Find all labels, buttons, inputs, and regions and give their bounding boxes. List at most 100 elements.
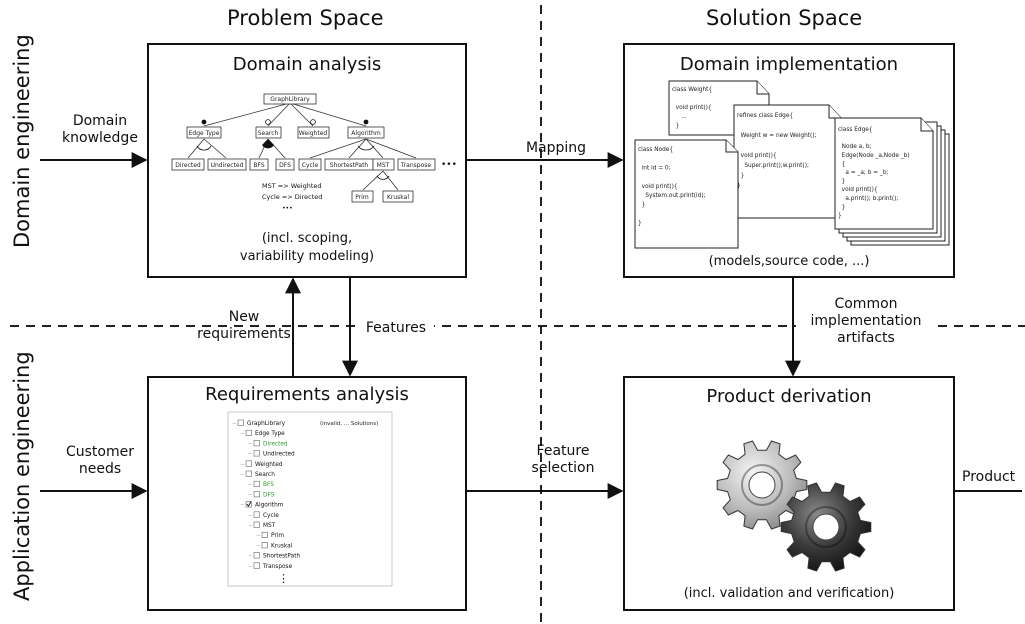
code-line: }: [838, 179, 845, 185]
tree-connector: −: [256, 533, 261, 539]
code-line: Weight w = new Weight();: [737, 133, 817, 139]
domain-analysis-note: (incl. scoping,variability modeling): [239, 231, 375, 264]
tree-check-mark: [246, 501, 252, 507]
tree-checkbox[interactable]: [261, 542, 268, 549]
tree-checkbox[interactable]: [253, 480, 260, 488]
feature-transpose: Transpose: [400, 162, 431, 169]
code-line: void print(){: [672, 105, 712, 111]
config-tree-more: ⋮: [278, 572, 289, 585]
application-engineering-label: Application engineering: [10, 351, 34, 601]
config-tree-header: (invalid, ... Solutions): [320, 421, 378, 427]
solution-space-header: Solution Space: [706, 6, 863, 30]
tree-item-label[interactable]: DFS: [263, 492, 275, 498]
tree-checkbox[interactable]: [253, 450, 260, 457]
tree-item-label[interactable]: Undirected: [263, 452, 295, 458]
tree-checkbox[interactable]: [253, 491, 260, 498]
tree-checkbox[interactable]: [261, 531, 268, 539]
tree-item-label[interactable]: MST: [263, 523, 276, 529]
feature-search: Search: [258, 130, 279, 137]
tree-item-label[interactable]: Transpose: [262, 564, 293, 570]
code-line: }: [638, 221, 642, 227]
feature-algorithm: Algorithm: [351, 130, 381, 137]
tree-item-label[interactable]: Prim: [271, 533, 284, 539]
code-line: int id = 0;: [638, 165, 671, 171]
code-line: a.print(); b.print();: [838, 196, 898, 202]
gear-ring: [741, 464, 783, 506]
tree-checkbox[interactable]: [237, 419, 244, 426]
config-tree: −GraphLibrary−Edge Type−Directed−Undirec…: [232, 419, 300, 570]
code-line: }: [737, 183, 741, 189]
tree-item-label[interactable]: ShortestPath: [263, 554, 300, 560]
feature-mst: MST: [377, 162, 390, 169]
tree-checkbox[interactable]: [253, 511, 260, 518]
domain-analysis-title: Domain analysis: [232, 54, 382, 75]
tree-connector: −: [240, 462, 245, 468]
code-line: ...: [672, 114, 687, 120]
gear-ring: [805, 506, 847, 548]
tree-checkbox[interactable]: [245, 470, 252, 477]
tree-connector: −: [240, 503, 245, 509]
code-line: void print(){: [838, 187, 878, 193]
tree-connector: −: [248, 482, 253, 488]
tree-checkbox[interactable]: [253, 521, 260, 528]
tree-item-label[interactable]: Algorithm: [255, 503, 284, 509]
code-line: void print(){: [638, 184, 678, 190]
code-line: void print(){: [737, 153, 777, 159]
tree-checkbox[interactable]: [245, 501, 252, 508]
tree-item-label[interactable]: Directed: [263, 441, 288, 447]
code-line: }: [638, 202, 645, 208]
tree-checkbox[interactable]: [253, 562, 260, 569]
feature-boxes: [171, 93, 436, 203]
code-line: Edge(Node _a,Node _b): [838, 153, 910, 159]
feature-cycle: Cycle: [302, 162, 319, 169]
code-line: a = _a; b = _b;: [838, 170, 889, 176]
code-line: class Weight{: [672, 87, 712, 93]
code-line: refines class Edge{: [737, 113, 793, 119]
feature-more-ellipsis: •••: [441, 160, 457, 170]
code-line: Node a, b;: [838, 144, 872, 150]
problem-space-header: Problem Space: [227, 6, 384, 30]
tree-item-label[interactable]: Weighted: [255, 462, 283, 468]
tree-item-label[interactable]: Search: [255, 472, 275, 478]
code-weight: class Weight{ void print(){ ... }: [672, 87, 712, 129]
tree-checkbox[interactable]: [253, 552, 260, 559]
tree-connector: −: [248, 554, 253, 560]
product-label: Product: [962, 469, 1016, 485]
tree-checkbox[interactable]: [245, 429, 252, 437]
tree-item-label[interactable]: GraphLibrary: [247, 421, 286, 427]
tree-item-label[interactable]: Kruskal: [271, 543, 293, 549]
tree-connector: −: [248, 523, 253, 529]
tree-connector: −: [248, 452, 253, 458]
code-node: class Node{ int id = 0; void print(){ Sy…: [638, 147, 706, 227]
feature-prim: Prim: [355, 194, 369, 201]
tree-item-label[interactable]: BFS: [263, 482, 274, 488]
feature-constraints: MST => Weighted Cycle => Directed •••: [262, 182, 322, 212]
code-line: }: [838, 204, 845, 210]
tree-checkbox[interactable]: [253, 440, 260, 447]
code-edge: class Edge{ Node a, b; Edge(Node _a,Node…: [838, 127, 910, 219]
feature-bfs: BFS: [253, 162, 264, 169]
product-derivation-note: (incl. validation and verification): [683, 586, 895, 601]
tree-connector: −: [248, 441, 253, 447]
feature-labels: GraphLibrary Edge Type Search Weighted A…: [175, 96, 431, 201]
code-line: }: [672, 123, 679, 129]
product-derivation-title: Product derivation: [706, 386, 872, 407]
feature-directed: Directed: [175, 162, 201, 169]
domain-implementation-title: Domain implementation: [679, 54, 899, 75]
code-line: class Node{: [638, 147, 673, 153]
code-line: }: [737, 173, 744, 179]
tree-checkbox[interactable]: [245, 460, 252, 467]
constraint-mst: MST => Weighted: [262, 182, 322, 190]
gear-hole: [748, 471, 776, 499]
mapping-label: Mapping: [525, 140, 587, 156]
tree-item-label[interactable]: Edge Type: [255, 431, 285, 437]
constraint-more: •••: [282, 205, 293, 212]
domain-engineering-label: Domain engineering: [10, 34, 34, 248]
gear-dark-icon: [780, 482, 872, 572]
feature-dfs: DFS: [279, 162, 291, 169]
tree-connector: −: [248, 513, 253, 519]
tree-item-label[interactable]: Cycle: [263, 513, 279, 519]
